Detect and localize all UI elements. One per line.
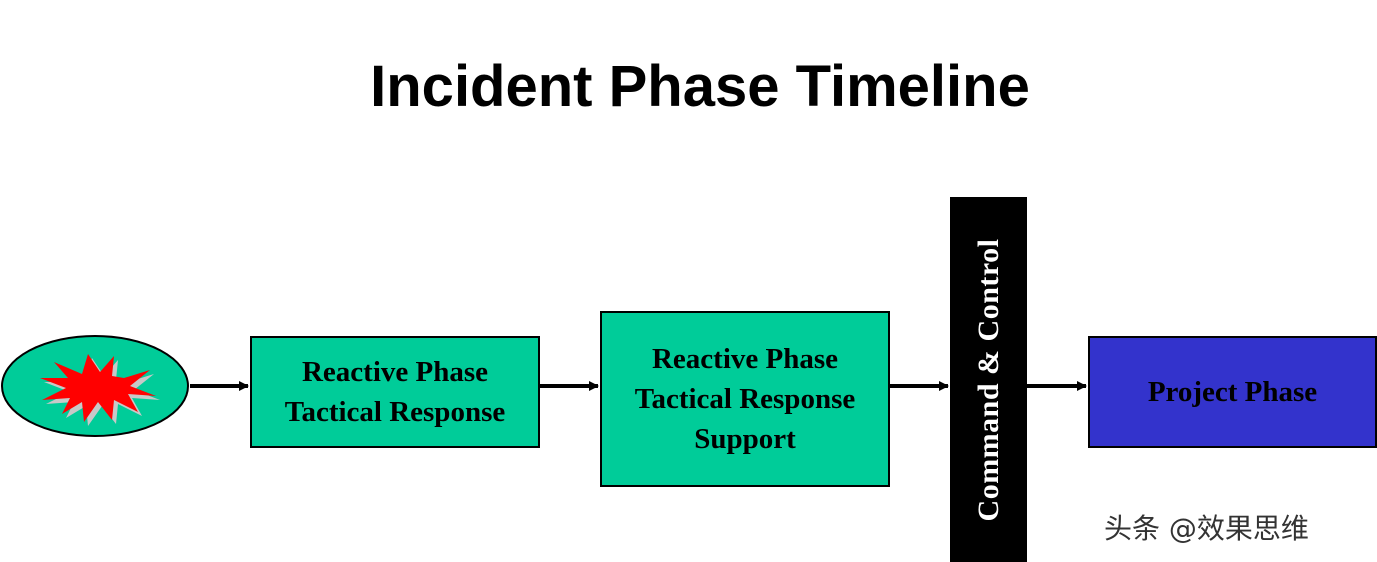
command-control-label: Command & Control: [971, 238, 1005, 521]
reactive-tactical-response-box: Reactive Phase Tactical Response: [250, 336, 540, 448]
box-line: Project Phase: [1147, 376, 1318, 408]
box-line: Reactive Phase: [651, 343, 839, 375]
box-line: Support: [694, 423, 796, 455]
reactive-tactical-response-support-box: Reactive Phase Tactical Response Support: [600, 311, 890, 487]
command-control-bar: Command & Control: [950, 197, 1027, 562]
page-title: Incident Phase Timeline: [370, 54, 1030, 119]
project-phase-box: Project Phase: [1088, 336, 1377, 448]
box-line: Tactical Response: [284, 396, 506, 428]
box-line: Tactical Response: [634, 383, 856, 415]
incident-explosion-icon: [0, 334, 192, 438]
explosion-burst: [40, 354, 156, 422]
watermark: 头条 @效果思维: [1104, 512, 1309, 545]
box-line: Reactive Phase: [301, 356, 489, 388]
